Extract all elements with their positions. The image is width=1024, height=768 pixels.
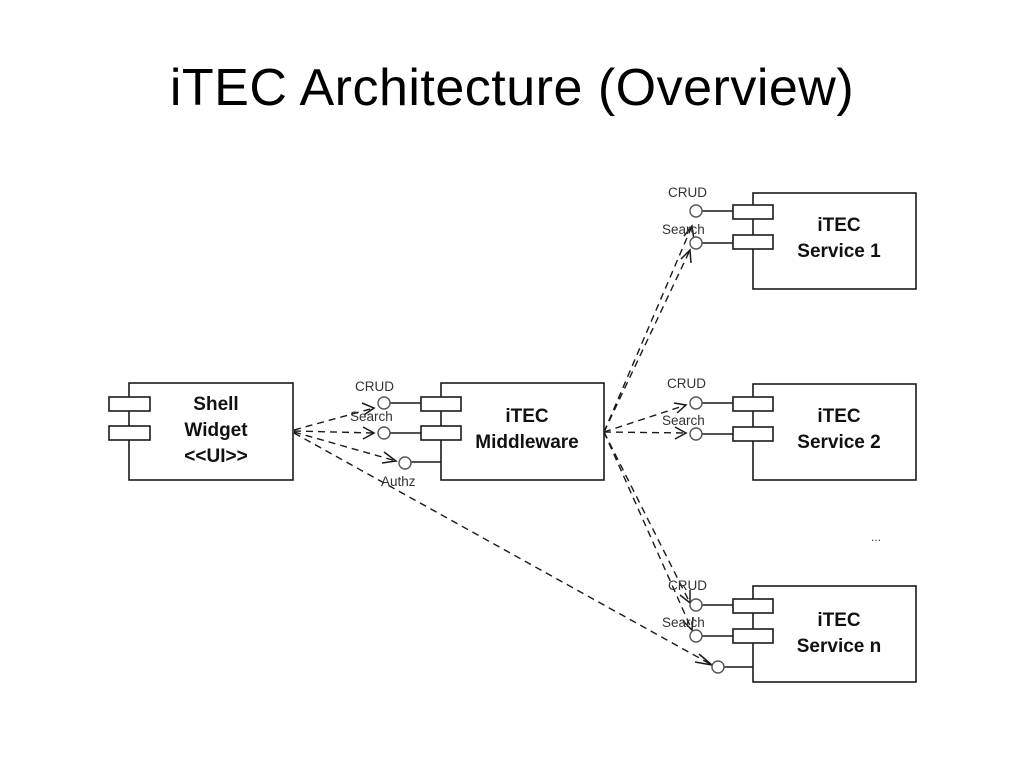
- shell-widget-tab-top: [108, 396, 151, 412]
- arrowhead-mw-s1-crud: [683, 224, 695, 241]
- service-1-tab-bottom: [732, 234, 774, 250]
- middleware-search-label: Search: [350, 409, 393, 424]
- arrowhead-shell-service-n: [694, 653, 715, 667]
- component-service-2: iTEC Service 2 CRUD Search: [662, 376, 917, 481]
- arrowhead-mw-s1-search: [680, 248, 692, 264]
- dep-mw-to-s1-crud: [603, 225, 693, 433]
- service-1-crud-label: CRUD: [668, 185, 707, 200]
- middleware-crud-label: CRUD: [355, 379, 394, 394]
- dep-shell-to-authz: [293, 431, 397, 462]
- service-2-tab-bottom: [732, 426, 774, 442]
- service-n-extra-interface: [711, 660, 725, 674]
- more-services-ellipsis: ...: [871, 530, 881, 544]
- service-n-crud-interface: [689, 598, 703, 612]
- middleware-label-1: iTEC: [505, 406, 549, 427]
- arrowhead-shell-search: [362, 426, 376, 440]
- dependency-arrows: [293, 224, 715, 667]
- middleware-authz-interface: [398, 456, 412, 470]
- middleware-box: [440, 382, 605, 481]
- component-service-n: iTEC Service n CRUD Search: [662, 578, 917, 683]
- shell-widget-label-3: <<UI>>: [184, 446, 247, 467]
- dep-mw-to-s1-search: [603, 249, 691, 433]
- shell-widget-label-1: Shell: [193, 394, 238, 415]
- arrowhead-shell-crud: [361, 402, 376, 416]
- service-1-box: [752, 192, 917, 290]
- service-n-search-interface: [689, 629, 703, 643]
- service-2-search-interface: [689, 427, 703, 441]
- dep-mw-to-sn-crud: [603, 431, 691, 604]
- middleware-search-interface: [377, 426, 391, 440]
- arrowhead-mw-sn-search: [682, 616, 694, 632]
- middleware-tab-top: [420, 396, 462, 412]
- dep-shell-to-crud: [293, 407, 375, 431]
- service-2-crud-label: CRUD: [667, 376, 706, 391]
- component-service-1: iTEC Service 1 CRUD Search: [662, 185, 917, 290]
- component-shell-widget: Shell Widget <<UI>>: [108, 382, 294, 481]
- dep-mw-to-s2-search: [603, 431, 687, 434]
- service-2-label-2: Service 2: [797, 432, 880, 453]
- dep-mw-to-sn-search: [603, 431, 693, 631]
- arrowhead-shell-authz: [381, 451, 398, 464]
- service-2-tab-top: [732, 396, 774, 412]
- service-n-tab-bottom: [732, 628, 774, 644]
- service-1-label-1: iTEC: [817, 215, 861, 236]
- service-2-label-1: iTEC: [817, 406, 861, 427]
- arrowhead-mw-s2-crud: [673, 402, 688, 414]
- dep-shell-to-search: [293, 430, 375, 434]
- service-2-search-label: Search: [662, 413, 705, 428]
- service-n-crud-label: CRUD: [668, 578, 707, 593]
- shell-widget-tab-bottom: [108, 425, 151, 441]
- dep-shell-to-service-n: [293, 432, 713, 666]
- service-1-label-2: Service 1: [797, 241, 881, 262]
- service-n-box: [752, 585, 917, 683]
- service-1-tab-top: [732, 204, 774, 220]
- dep-mw-to-s2-crud: [603, 404, 687, 433]
- slide-title: iTEC Architecture (Overview): [169, 59, 855, 117]
- service-1-crud-interface: [689, 204, 703, 218]
- middleware-label-2: Middleware: [475, 432, 578, 453]
- service-n-search-label: Search: [662, 615, 705, 630]
- service-n-tab-top: [732, 598, 774, 614]
- middleware-tab-bottom: [420, 425, 462, 441]
- service-1-search-interface: [689, 236, 703, 250]
- middleware-authz-label: Authz: [381, 474, 416, 489]
- service-n-label-1: iTEC: [817, 610, 861, 631]
- service-n-label-2: Service n: [797, 636, 882, 657]
- shell-widget-label-2: Widget: [184, 420, 248, 441]
- component-middleware: iTEC Middleware CRUD Search Authz: [350, 379, 605, 489]
- arrowhead-mw-s2-search: [674, 426, 688, 440]
- service-2-crud-interface: [689, 396, 703, 410]
- service-1-search-label: Search: [662, 222, 705, 237]
- middleware-crud-interface: [377, 396, 391, 410]
